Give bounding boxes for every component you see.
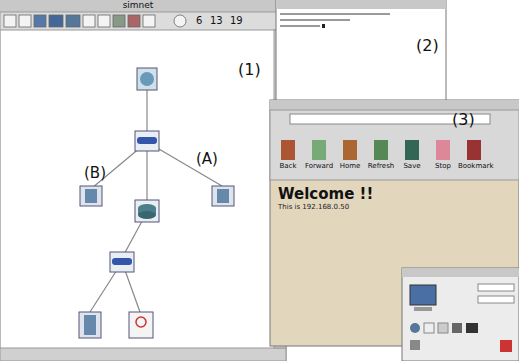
toolbar-button-label: Home [334, 162, 366, 170]
pc-icon [79, 312, 101, 338]
page-heading: Welcome !! [278, 186, 398, 203]
window-title: simnet [4, 0, 272, 10]
toolbar-number: 13 [210, 15, 223, 26]
title-bar [0, 0, 286, 12]
callout-letter: (A) [196, 150, 218, 168]
dialog-window [402, 268, 519, 361]
toolbar-button-label: Forward [303, 162, 335, 170]
toolbar-button-label: Back [272, 162, 304, 170]
title-bar [402, 268, 519, 277]
internet-icon [137, 68, 157, 90]
toolbar-button-label: Refresh [365, 162, 397, 170]
switch-icon [110, 252, 134, 272]
dialog-contents [410, 284, 514, 352]
callout-letter: (B) [84, 164, 106, 182]
browser-content: Welcome !!This is 192.168.0.50 [274, 184, 402, 264]
terminal-lines [280, 13, 390, 28]
callout-number: (1) [238, 60, 261, 79]
title-bar [270, 100, 519, 110]
tool-buttons [4, 15, 186, 27]
browser-buttons [281, 140, 481, 160]
callout-number: (3) [452, 110, 475, 129]
title-bar [276, 0, 446, 9]
toolbar [0, 12, 286, 30]
page-body: This is 192.168.0.50 [278, 203, 398, 211]
toolbar-number: 6 [196, 15, 202, 26]
toolbar-button-label: Bookmark [458, 162, 490, 170]
browser-toolbar [270, 110, 519, 180]
terminal-window [276, 0, 446, 112]
toolbar-number: 19 [230, 15, 243, 26]
window-title-bar: simnet [0, 0, 276, 14]
toolbar-button-label: Save [396, 162, 428, 170]
pc-icon [212, 186, 234, 206]
network-wires [90, 90, 222, 312]
switch-icon [135, 131, 159, 151]
router-icon [135, 200, 159, 222]
pc-icon [80, 186, 102, 206]
callout-number: (2) [416, 36, 439, 55]
scrollbar [0, 348, 286, 361]
window-frame [0, 0, 286, 361]
server-icon [129, 312, 153, 338]
toolbar-button-label: Stop [427, 162, 459, 170]
